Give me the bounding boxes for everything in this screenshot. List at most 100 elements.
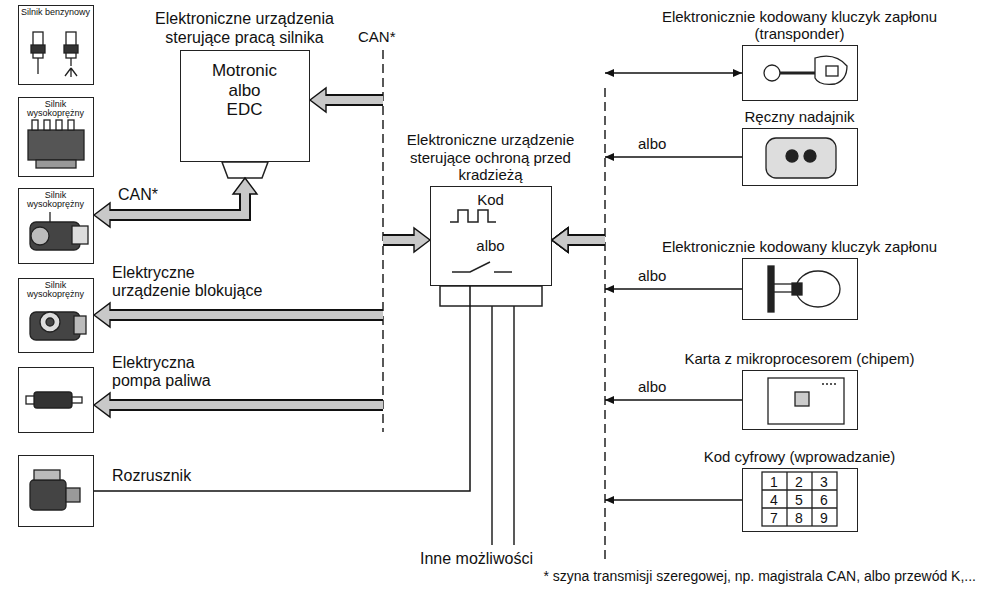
free-label: Inne możliwości — [420, 550, 580, 568]
diagram-box: Ręczny nadajnik — [742, 128, 858, 186]
bus-arrow — [106, 401, 383, 409]
spark-plug — [37, 58, 38, 74]
transponder-key — [815, 56, 847, 84]
starter-solenoid — [34, 470, 60, 480]
starter-pinion — [66, 488, 80, 502]
diagram-box: Elektroniczne urządzenia sterujące pracą… — [180, 50, 310, 162]
connector-label: Rozrusznik — [112, 467, 232, 485]
diagram-box: Karta z mikroprocesorem (chipem) — [742, 370, 858, 430]
footnote: * szyna transmisji szeregowej, np. magis… — [400, 568, 976, 584]
box-text: Silnik wysokoprężny — [18, 281, 94, 300]
card-print — [822, 383, 838, 384]
connector — [94, 178, 257, 227]
box-text: 9 — [812, 509, 837, 527]
box-text: Motronic albo EDC — [210, 61, 280, 120]
diagram-box: Elektroniczne urządzenie sterujące ochro… — [430, 186, 552, 286]
fuel-pump — [34, 392, 72, 408]
bus-arrow — [564, 236, 605, 244]
remote-button — [786, 150, 798, 162]
starter-motor — [30, 480, 66, 510]
key-blade — [768, 266, 774, 312]
connector — [552, 69, 742, 252]
box-text: 3 — [812, 473, 837, 491]
distributor-pump — [31, 227, 49, 245]
remote-button — [804, 150, 816, 162]
diagram-box: Silnik wysokoprężny — [18, 188, 94, 264]
box-text: 1 — [762, 473, 787, 491]
connector — [94, 393, 383, 417]
box-text: 6 — [812, 491, 837, 509]
connector-label: albo — [638, 135, 688, 152]
ecu-connector — [222, 162, 268, 178]
bus-arrow — [564, 236, 605, 244]
switch-symbol — [494, 271, 512, 273]
connector-label: CAN* — [118, 186, 178, 204]
diagram-box: Elektronicznie kodowany kluczyk zapłonu … — [742, 45, 858, 101]
injection-pump — [28, 130, 84, 160]
box-heading: Elektronicznie kodowany kluczyk zapłonu — [630, 238, 970, 255]
card-chip — [795, 392, 809, 406]
signal-line — [94, 286, 470, 491]
keypad-grid — [811, 472, 812, 526]
fuel-pump — [26, 396, 34, 404]
arrow-head — [733, 69, 742, 77]
box-text: Silnik wysokoprężny — [18, 191, 94, 210]
injection-pump — [36, 160, 76, 168]
diagram-box: Silnik benzynowy — [18, 5, 94, 85]
transponder-chip — [826, 66, 838, 76]
connector-label: albo — [638, 378, 688, 395]
key-ring — [764, 65, 780, 81]
distributor-pump — [74, 316, 86, 334]
chip-card — [768, 378, 844, 424]
arrow-head — [605, 496, 614, 504]
box-text: Kod — [430, 191, 552, 208]
diagram-box: Silnik wysokoprężny — [18, 97, 94, 177]
box-text: 7 — [762, 509, 787, 527]
arrow-head — [605, 285, 614, 293]
bus-arrow — [322, 96, 383, 104]
pulse-symbol — [450, 210, 496, 222]
box-heading: Elektroniczne urządzenia sterujące pracą… — [130, 10, 360, 47]
box-heading: Kod cyfrowy (wprowadzanie) — [630, 448, 970, 465]
spark-plug — [64, 45, 78, 53]
arrow-head — [605, 69, 614, 77]
bus-arrow — [106, 311, 383, 319]
bus-arrow — [564, 236, 605, 244]
distributor-pump — [49, 212, 50, 222]
box-heading: Elektroniczne urządzenie sterujące ochro… — [388, 131, 593, 183]
signal-line — [605, 499, 742, 501]
key-blade — [774, 284, 794, 292]
injection-pump — [68, 120, 74, 130]
free-label: CAN* — [358, 28, 408, 45]
connector — [310, 88, 430, 252]
diagram-box: Elektronicznie kodowany kluczyk zapłonu — [742, 258, 858, 320]
connector-label: Elektryczne urządzenie blokujące — [112, 264, 277, 301]
key-chip — [792, 283, 802, 295]
key-blade — [780, 72, 815, 75]
diagram-box: Kod cyfrowy (wprowadzanie)123456789 — [742, 468, 858, 532]
box-text: Silnik wysokoprężny — [18, 100, 94, 119]
diagram-box — [18, 367, 94, 433]
diagram-box — [18, 455, 94, 527]
injection-pump — [44, 120, 50, 130]
box-text: albo — [430, 237, 552, 254]
box-heading: Karta z mikroprocesorem (chipem) — [630, 350, 970, 367]
shutoff-solenoid — [40, 312, 60, 332]
spark-plug — [31, 45, 45, 53]
bus-arrow — [383, 236, 418, 244]
fuel-pump — [72, 397, 82, 403]
other-line — [513, 306, 515, 545]
connector-label: albo — [638, 267, 688, 284]
injection-pump — [56, 120, 62, 130]
box-text: 8 — [787, 509, 812, 527]
box-text: Silnik benzynowy — [18, 8, 94, 17]
distributor-pump — [30, 312, 80, 340]
box-text: 5 — [787, 491, 812, 509]
signal-line — [605, 156, 742, 158]
box-text: 4 — [762, 491, 787, 509]
injection-pump — [32, 120, 38, 130]
box-heading: Elektronicznie kodowany kluczyk zapłonu … — [630, 8, 970, 43]
remote-transmitter — [766, 138, 836, 178]
diagram-box: Silnik wysokoprężny — [18, 278, 94, 353]
arrow-head — [605, 396, 614, 404]
